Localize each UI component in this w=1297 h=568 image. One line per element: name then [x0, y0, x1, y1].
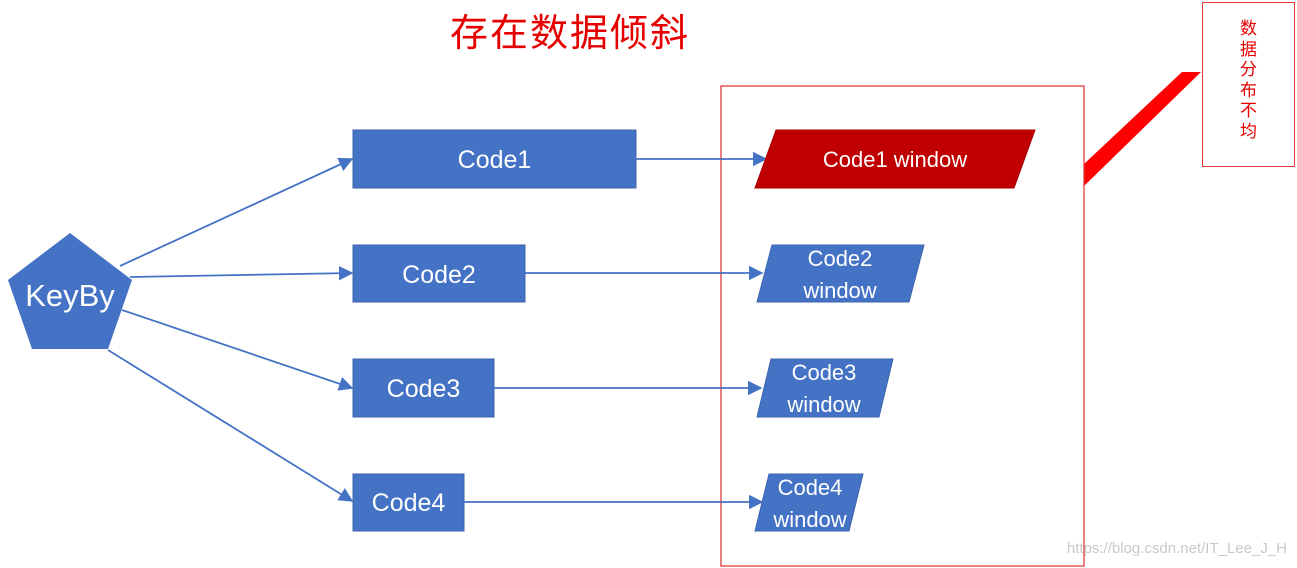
code1-window-label: Code1 window — [823, 147, 967, 172]
diagram-title: 存在数据倾斜 — [449, 11, 690, 55]
code2-window-line2: window — [802, 278, 876, 303]
windows-frame — [720, 85, 1085, 567]
callout-char: 布 — [1240, 80, 1257, 101]
code1-window-shape — [754, 129, 1036, 189]
skew-callout-text: 数据分布不均 — [1203, 19, 1294, 142]
callout-char: 据 — [1240, 39, 1257, 60]
edge-keyby-code2 — [129, 266, 354, 281]
code3-window-node: Code3 window — [756, 358, 894, 418]
callout-char: 不 — [1240, 101, 1257, 121]
code2-window-node: Code2 window — [756, 244, 925, 303]
keyby-node: KeyBy — [8, 233, 132, 349]
code2-label: Code2 — [402, 261, 476, 289]
code2-window-shape — [756, 244, 925, 303]
skew-callout-box: 数据分布不均 — [1202, 2, 1295, 167]
code4-box — [352, 473, 465, 532]
code2-node: Code2 — [352, 244, 526, 303]
edge-keyby-code3 — [121, 309, 354, 391]
code3-label: Code3 — [387, 375, 461, 403]
code3-window-shape — [756, 358, 894, 418]
edge-keyby-code4 — [107, 349, 354, 502]
code4-window-node: Code4 window — [754, 473, 864, 532]
keyby-pentagon-shape — [8, 233, 132, 349]
code4-window-line1: Code4 — [778, 475, 843, 500]
code4-label: Code4 — [372, 489, 446, 517]
code4-window-line2: window — [772, 507, 846, 532]
code1-box — [352, 129, 637, 189]
code3-window-line2: window — [786, 392, 860, 417]
code4-node: Code4 — [352, 473, 465, 532]
code1-label: Code1 — [458, 146, 532, 174]
code2-window-line1: Code2 — [808, 246, 873, 271]
code4-window-shape — [754, 473, 864, 532]
code3-node: Code3 — [352, 358, 495, 418]
edge-keyby-code1 — [119, 157, 354, 267]
callout-char: 分 — [1240, 60, 1257, 80]
code3-window-line1: Code3 — [792, 360, 857, 385]
code1-window-node: Code1 window — [754, 129, 1036, 189]
callout-pointer — [1084, 72, 1201, 186]
callout-char: 数 — [1240, 19, 1257, 39]
code1-node: Code1 — [352, 129, 637, 189]
callout-char: 均 — [1240, 121, 1257, 142]
watermark: https://blog.csdn.net/IT_Lee_J_H — [1066, 540, 1287, 557]
keyby-label: KeyBy — [25, 278, 115, 313]
